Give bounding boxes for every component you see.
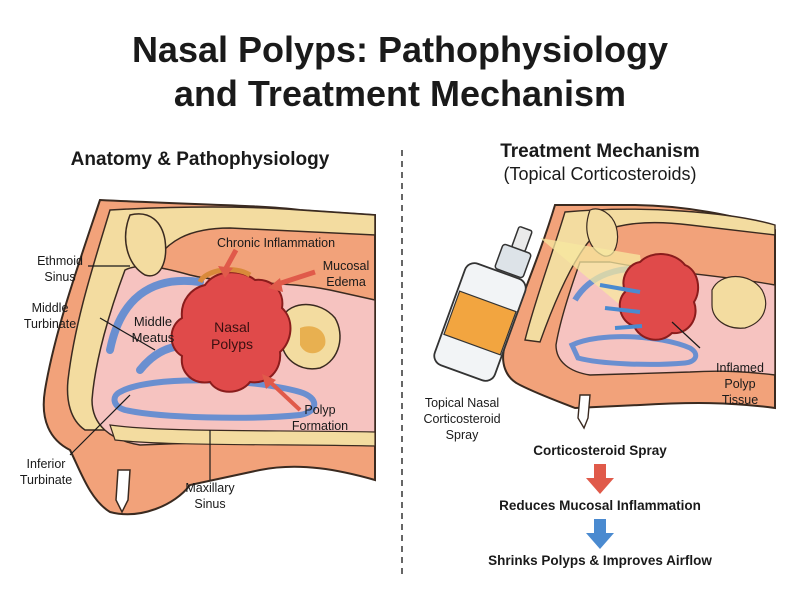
label-middle-meatus-2: Meatus bbox=[132, 330, 175, 345]
steroid-arrow-2 bbox=[604, 306, 641, 314]
inflamed-leader bbox=[671, 321, 701, 349]
tooth-shape bbox=[115, 469, 131, 514]
flow-step-3: Shrinks Polyps & Improves Airflow bbox=[488, 553, 712, 568]
label-spray-2: Corticosteroid bbox=[423, 412, 500, 426]
label-maxillary-1: Maxillary bbox=[185, 481, 235, 495]
label-polyp-formation-1: Polyp bbox=[304, 403, 335, 417]
left-heading: Anatomy & Pathophysiology bbox=[71, 149, 330, 170]
right-heading: Treatment Mechanism bbox=[500, 141, 700, 162]
label-inferior-turbinate-2: Turbinate bbox=[20, 473, 72, 487]
bottle-label bbox=[443, 290, 517, 356]
flow-step-1: Corticosteroid Spray bbox=[533, 443, 667, 458]
flow-step-2: Reduces Mucosal Inflammation bbox=[499, 498, 701, 513]
label-spray-3: Spray bbox=[446, 428, 479, 442]
bottle-cap bbox=[494, 243, 532, 279]
label-middle-meatus-1: Middle bbox=[134, 314, 172, 329]
polyp-formation-arrow-head bbox=[262, 374, 276, 389]
label-inflamed-2: Polyp bbox=[724, 377, 755, 391]
sinus-cell-right-top bbox=[586, 208, 619, 257]
nasal-polyps-mass bbox=[170, 271, 292, 393]
label-ethmoid-1: Ethmoid bbox=[37, 254, 83, 268]
inferior-turbinate-right bbox=[568, 334, 699, 367]
label-inflamed-1: Inflamed bbox=[716, 361, 764, 375]
label-ethmoid-2: Sinus bbox=[44, 270, 75, 284]
title-line-2: and Treatment Mechanism bbox=[174, 73, 626, 114]
steroid-arrow-1 bbox=[599, 283, 641, 294]
steroid-arrow-3 bbox=[614, 324, 643, 330]
spray-bottle bbox=[433, 226, 533, 382]
nasal-anatomy-right bbox=[502, 204, 776, 430]
nasal-anatomy-left bbox=[42, 198, 376, 516]
label-chronic-inflammation: Chronic Inflammation bbox=[217, 236, 335, 250]
chronic-arrow bbox=[222, 248, 239, 272]
inferior-turbinate-leader bbox=[69, 394, 131, 456]
label-nasal-polyps-1: Nasal bbox=[214, 319, 250, 335]
polyp-formation-arrow bbox=[266, 378, 302, 412]
sinus-cell-right-side bbox=[711, 276, 767, 329]
sinus-fluid bbox=[300, 326, 326, 354]
label-inflamed-3: Tissue bbox=[722, 393, 758, 407]
ethmoid-sinus-shape bbox=[124, 213, 167, 277]
right-subheading: (Topical Corticosteroids) bbox=[503, 164, 696, 184]
edema-arrow-head bbox=[268, 278, 283, 292]
maxillary-floor bbox=[109, 424, 376, 447]
label-middle-turbinate-2: Turbinate bbox=[24, 317, 76, 331]
flow-arrow-blue bbox=[586, 519, 614, 549]
inflamed-polyp-mass bbox=[618, 253, 700, 341]
edema-arrow bbox=[274, 269, 316, 288]
label-inferior-turbinate-1: Inferior bbox=[27, 457, 66, 471]
label-polyp-formation-2: Formation bbox=[292, 419, 348, 433]
title-line-1: Nasal Polyps: Pathophysiology bbox=[132, 29, 668, 70]
middle-turbinate-shape bbox=[106, 276, 204, 354]
label-nasal-polyps-2: Polyps bbox=[211, 336, 253, 352]
middle-turbinate-leader bbox=[99, 317, 156, 351]
label-maxillary-2: Sinus bbox=[194, 497, 225, 511]
chronic-arrow-head bbox=[218, 266, 233, 278]
label-mucosal-2: Edema bbox=[326, 275, 366, 289]
tooth-right bbox=[577, 394, 591, 430]
label-spray-1: Topical Nasal bbox=[425, 396, 499, 410]
flow-arrow-red bbox=[586, 464, 614, 494]
label-middle-turbinate-1: Middle bbox=[32, 301, 69, 315]
label-mucosal-1: Mucosal bbox=[323, 259, 370, 273]
